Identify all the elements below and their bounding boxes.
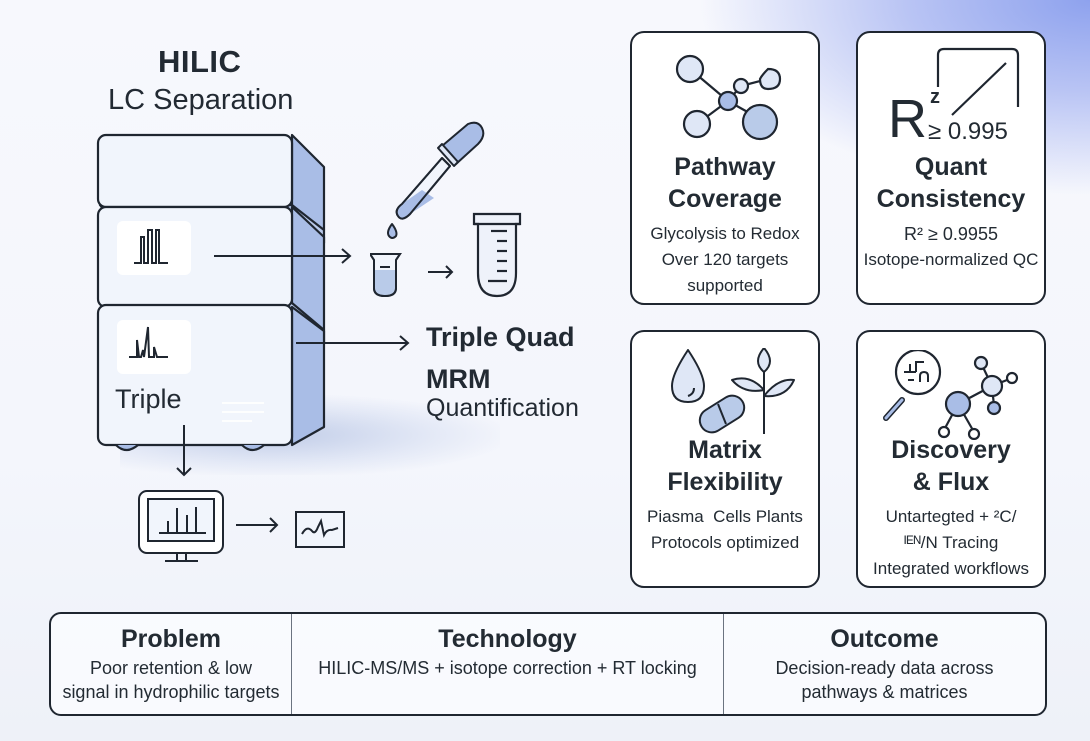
summary-body-line: pathways & matrices (801, 682, 968, 702)
instrument-label: Triple (115, 384, 182, 414)
sample-prep-icons (370, 121, 522, 298)
card-quant-consistency: R z ≥ 0.995 Quant Consistency R² ≥ 0.995… (856, 31, 1046, 305)
svg-text:z: z (930, 86, 940, 108)
lc-title: HILIC (158, 44, 242, 79)
lc-stack-icon (96, 133, 410, 477)
arrow-right-icon (236, 517, 279, 533)
r-glyph: R (888, 89, 927, 147)
summary-body-line: Poor retention & low (89, 658, 253, 678)
signal-trace-icon (295, 511, 345, 548)
magnifier-network-icon (883, 350, 1019, 440)
card-body-line: Over 120 targets (661, 250, 789, 269)
ms-purpose: Quantification (426, 394, 579, 422)
calibration-curve-icon: R z ≥ 0.995 (888, 47, 1020, 147)
network-nodes-icon (675, 54, 782, 141)
card-body-line: Glycolysis to Redox (650, 224, 800, 243)
arrow-right-icon (214, 248, 352, 264)
chromatogram-icon (134, 229, 168, 264)
card-body-line: Isotope-normalized QC (863, 250, 1039, 269)
drop-pill-leaf-icon (671, 348, 795, 434)
mrm-spectrum-icon (129, 326, 168, 358)
summary-problem: Problem Poor retention & low signal in h… (51, 614, 291, 714)
card-body-line: Protocols optimized (650, 533, 800, 552)
summary-title: Technology (438, 625, 577, 653)
summary-outcome: Outcome Decision-ready data across pathw… (723, 614, 1045, 714)
monitor-spectrum-icon (138, 490, 224, 562)
card-title: Quant (914, 153, 988, 181)
card-title: Matrix (688, 436, 762, 464)
card-body-line: R² ≥ 0.9955 (904, 224, 998, 244)
ms-mode: MRM (426, 364, 491, 394)
graduated-tube-icon (472, 212, 522, 298)
card-title: & Flux (912, 468, 990, 496)
r2-threshold: ≥ 0.995 (928, 118, 1008, 145)
card-title: Consistency (876, 185, 1026, 213)
card-body-line: supported (687, 276, 763, 295)
card-pathway-coverage: Pathway Coverage Glycolysis to Redox Ove… (630, 31, 820, 305)
pill-icon (698, 394, 746, 434)
sample-vial-icon (370, 253, 402, 298)
summary-body-line: signal in hydrophilic targets (62, 682, 280, 702)
card-body-line: Piasma Cells Plants (647, 507, 803, 526)
ms-title: Triple Quad (426, 322, 575, 352)
summary-title: Problem (120, 625, 222, 653)
card-title: Pathway (674, 153, 776, 181)
lc-subtitle: LC Separation (108, 84, 294, 116)
arrow-down-icon (176, 425, 192, 477)
chromatogram-panel (117, 221, 191, 275)
card-matrix-flexibility: Matrix Flexibility Piasma Cells Plants P… (630, 330, 820, 588)
dropper-icon (387, 121, 485, 239)
arrow-right-icon (428, 265, 454, 279)
card-discovery-flux: Discovery & Flux Untartegted + ²C/ ᴵᴱᴺ/N… (856, 330, 1046, 588)
card-body-line: Untartegted + ²C/ (885, 507, 1017, 526)
arrow-right-icon (296, 335, 410, 351)
summary-body-line: HILIC-MS/MS + isotope correction + RT lo… (318, 658, 697, 678)
summary-technology: Technology HILIC-MS/MS + isotope correct… (291, 614, 723, 714)
card-body-line: ᴵᴱᴺ/N Tracing (903, 533, 999, 552)
leaf-icon (731, 348, 795, 434)
summary-title: Outcome (830, 625, 939, 653)
data-output-icons (138, 490, 345, 562)
summary-body-line: Decision-ready data across (775, 658, 994, 678)
card-title: Coverage (668, 185, 782, 213)
card-title: Flexibility (667, 468, 783, 496)
card-title: Discovery (891, 436, 1011, 464)
card-body-line: Integrated workflows (873, 559, 1029, 578)
drop-icon (671, 349, 705, 403)
summary-bar: Problem Poor retention & low signal in h… (49, 612, 1047, 716)
